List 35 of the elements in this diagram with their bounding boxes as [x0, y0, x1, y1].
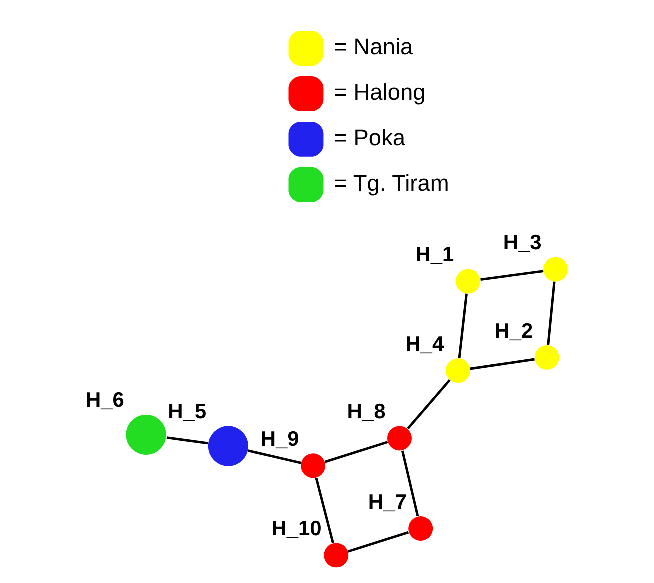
- legend-label: = Tg. Tiram: [334, 170, 450, 196]
- node-label: H_10: [272, 518, 322, 541]
- connector: [166, 436, 208, 445]
- node-circle: [456, 269, 480, 294]
- connector: [480, 270, 544, 282]
- node-circle: [324, 543, 349, 568]
- node-label: H_1: [416, 244, 454, 267]
- connector: [458, 294, 468, 359]
- node-label: H_5: [168, 400, 207, 424]
- legend-label: = Halong: [334, 78, 426, 105]
- node-circle: [534, 345, 560, 370]
- node-label: H_3: [503, 232, 542, 255]
- node-circle: [301, 454, 326, 478]
- legend-label: = Nania: [334, 33, 414, 60]
- connector: [407, 379, 451, 430]
- connector: [401, 450, 420, 517]
- node-circle: [408, 516, 434, 541]
- connector: [547, 282, 556, 346]
- legend-label: = Poka: [334, 124, 406, 150]
- node-label: H_9: [260, 428, 300, 451]
- node-label: H_2: [494, 320, 534, 343]
- connector: [248, 450, 302, 464]
- node-circle: [446, 358, 470, 384]
- node-circle: [388, 426, 412, 451]
- node-circle: [544, 257, 568, 282]
- node-label: H_6: [86, 389, 124, 412]
- node-circle: [208, 426, 249, 466]
- node-label: H_8: [347, 400, 386, 424]
- connector: [348, 531, 410, 553]
- node-label: H_4: [406, 332, 444, 356]
- node-label: H_7: [368, 490, 407, 514]
- node-circle: [126, 414, 166, 456]
- connector: [470, 358, 535, 370]
- connector: [315, 478, 334, 544]
- connector: [324, 441, 388, 464]
